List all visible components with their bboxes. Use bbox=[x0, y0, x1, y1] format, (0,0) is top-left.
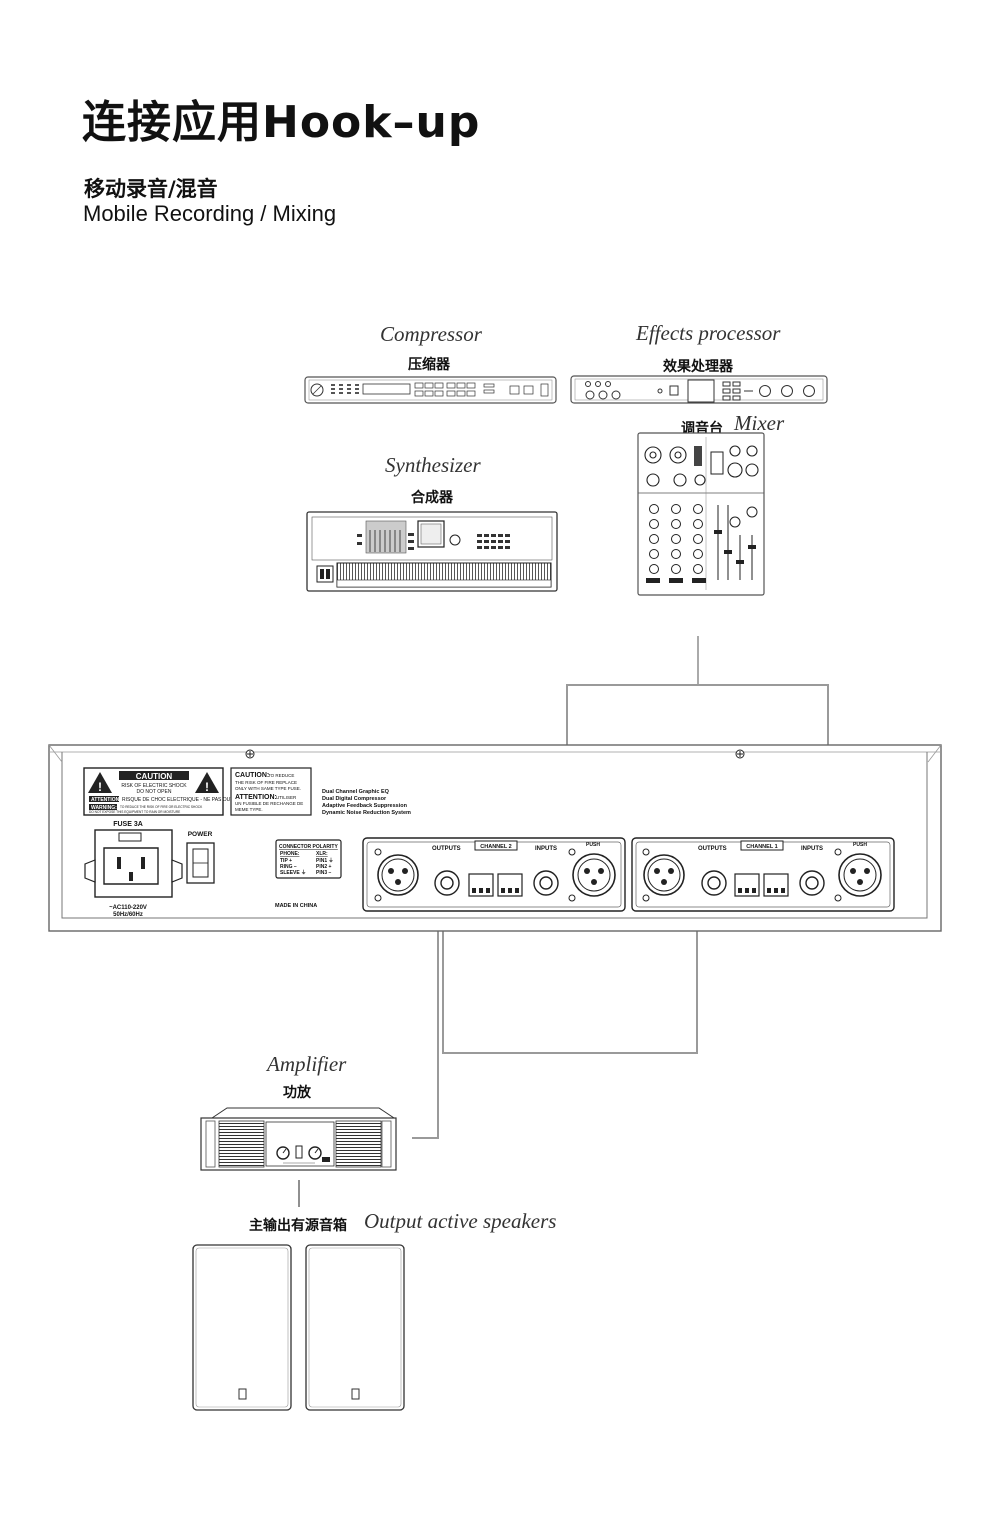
svg-text:MEME TYPE.: MEME TYPE. bbox=[235, 807, 263, 812]
svg-text:TO REDUCE: TO REDUCE bbox=[268, 773, 294, 778]
svg-text:CHANNEL 1: CHANNEL 1 bbox=[746, 844, 777, 850]
amplifier-label-en: Amplifier bbox=[267, 1052, 347, 1076]
svg-text:Dynamic Noise Reduction System: Dynamic Noise Reduction System bbox=[322, 810, 411, 816]
svg-text:PUSH: PUSH bbox=[586, 842, 600, 848]
amplifier-device bbox=[200, 1107, 397, 1171]
speakers-label-en: Output active speakers bbox=[364, 1209, 557, 1233]
svg-text:PIN2 +: PIN2 + bbox=[316, 864, 332, 870]
feature-list: Dual Channel Graphic EQ Dual Digital Com… bbox=[322, 789, 411, 816]
svg-text:Adaptive Feedback Suppression: Adaptive Feedback Suppression bbox=[322, 803, 408, 809]
svg-text:PIN1 ⏚: PIN1 ⏚ bbox=[316, 857, 334, 864]
made-in-label: MADE IN CHINA bbox=[275, 903, 317, 909]
svg-text:ATTENTION:: ATTENTION: bbox=[91, 797, 121, 803]
svg-text:Dual Digital Compressor: Dual Digital Compressor bbox=[322, 796, 387, 802]
svg-text:50Hz/60Hz: 50Hz/60Hz bbox=[113, 912, 143, 918]
page-title: 连接应用Hook–up bbox=[82, 97, 481, 148]
svg-text:INPUTS: INPUTS bbox=[535, 846, 557, 852]
svg-text:XLR:: XLR: bbox=[316, 851, 328, 857]
svg-text:INPUTS: INPUTS bbox=[801, 846, 823, 852]
svg-text:UTILISER: UTILISER bbox=[276, 795, 297, 800]
svg-text:RISK OF ELECTRIC SHOCK: RISK OF ELECTRIC SHOCK bbox=[121, 783, 187, 789]
svg-text:!: ! bbox=[98, 780, 102, 794]
svg-text:DO NOT OPEN: DO NOT OPEN bbox=[137, 789, 172, 795]
screw-icon bbox=[245, 749, 745, 759]
power-switch: POWER bbox=[186, 831, 215, 884]
speakers-label-zh: 主输出有源音箱 bbox=[249, 1218, 347, 1234]
channel-1-io: OUTPUTS CHANNEL 1 INPUTS PUSH bbox=[631, 837, 895, 912]
effects-processor-device bbox=[570, 375, 828, 404]
svg-text:RISQUE DE CHOC ELECTRIQUE - NE: RISQUE DE CHOC ELECTRIQUE - NE PAS OUVRI… bbox=[122, 797, 243, 803]
ac-power-socket: FUSE 3A ~AC110-220V 50Hz/60Hz bbox=[84, 821, 183, 918]
svg-text:THE RISK OF FIRE REPLACE: THE RISK OF FIRE REPLACE bbox=[235, 780, 297, 785]
subtitle-english: Mobile Recording / Mixing bbox=[83, 201, 337, 226]
svg-text:TIP +: TIP + bbox=[280, 858, 292, 864]
svg-text:FUSE 3A: FUSE 3A bbox=[113, 821, 143, 828]
svg-text:~AC110-220V: ~AC110-220V bbox=[109, 905, 147, 911]
effects-label-zh: 效果处理器 bbox=[663, 359, 733, 375]
speaker-left bbox=[192, 1244, 292, 1411]
svg-text:WARNING:: WARNING: bbox=[91, 805, 117, 811]
compressor-label-zh: 压缩器 bbox=[408, 357, 450, 373]
svg-text:PUSH: PUSH bbox=[853, 842, 867, 848]
svg-text:DO NOT EXPOSE THIS EQUIPMENT T: DO NOT EXPOSE THIS EQUIPMENT TO RAIN OR … bbox=[89, 810, 180, 814]
svg-text:Dual Channel Graphic EQ: Dual Channel Graphic EQ bbox=[322, 789, 390, 795]
connector-polarity-label: CONNECTOR POLARITY PHONE: XLR: TIP + PIN… bbox=[275, 839, 342, 879]
subtitle-chinese: 移动录音/混音 bbox=[84, 177, 218, 201]
fuse-caution-label: CAUTION: TO REDUCE THE RISK OF FIRE REPL… bbox=[230, 767, 312, 816]
svg-text:ATTENTION:: ATTENTION: bbox=[235, 794, 277, 801]
svg-text:PHONE:: PHONE: bbox=[280, 851, 300, 857]
svg-text:CONNECTOR POLARITY: CONNECTOR POLARITY bbox=[279, 844, 338, 850]
svg-text:CHANNEL 2: CHANNEL 2 bbox=[480, 844, 511, 850]
mixer-label-en: Mixer bbox=[734, 411, 785, 435]
svg-text:SLEEVE ⏚: SLEEVE ⏚ bbox=[280, 869, 306, 876]
compressor-device bbox=[304, 376, 557, 404]
svg-text:PIN3 −: PIN3 − bbox=[316, 870, 332, 876]
svg-text:POWER: POWER bbox=[188, 831, 213, 838]
eq-rear-panel: ! ! CAUTION RISK OF ELECTRIC SHOCK DO NO… bbox=[48, 744, 942, 932]
effects-label-en: Effects processor bbox=[636, 321, 781, 345]
caution-label: ! ! CAUTION RISK OF ELECTRIC SHOCK DO NO… bbox=[83, 767, 243, 816]
svg-text:!: ! bbox=[205, 780, 209, 794]
svg-text:RING −: RING − bbox=[280, 864, 297, 870]
svg-text:CAUTION: CAUTION bbox=[136, 772, 173, 781]
mixer-device bbox=[637, 432, 765, 596]
amplifier-label-zh: 功放 bbox=[283, 1085, 311, 1101]
synthesizer-device bbox=[306, 511, 558, 592]
svg-text:OUTPUTS: OUTPUTS bbox=[432, 846, 461, 852]
svg-text:CAUTION:: CAUTION: bbox=[235, 772, 269, 779]
channel-2-io: OUTPUTS CHANNEL 2 INPUTS PUSH bbox=[362, 837, 626, 912]
synth-label-zh: 合成器 bbox=[411, 490, 453, 506]
svg-text:UN FUSIBLE DE RECHANGE DE: UN FUSIBLE DE RECHANGE DE bbox=[235, 801, 303, 806]
svg-text:TO REDUCE THE RISK OF FIRE OR: TO REDUCE THE RISK OF FIRE OR ELECTRIC S… bbox=[120, 805, 203, 809]
svg-text:ONLY WITH SAME TYPE FUSE.: ONLY WITH SAME TYPE FUSE. bbox=[235, 786, 301, 791]
synth-label-en: Synthesizer bbox=[385, 453, 481, 477]
speaker-right bbox=[305, 1244, 405, 1411]
svg-text:OUTPUTS: OUTPUTS bbox=[698, 846, 727, 852]
compressor-label-en: Compressor bbox=[380, 322, 482, 346]
